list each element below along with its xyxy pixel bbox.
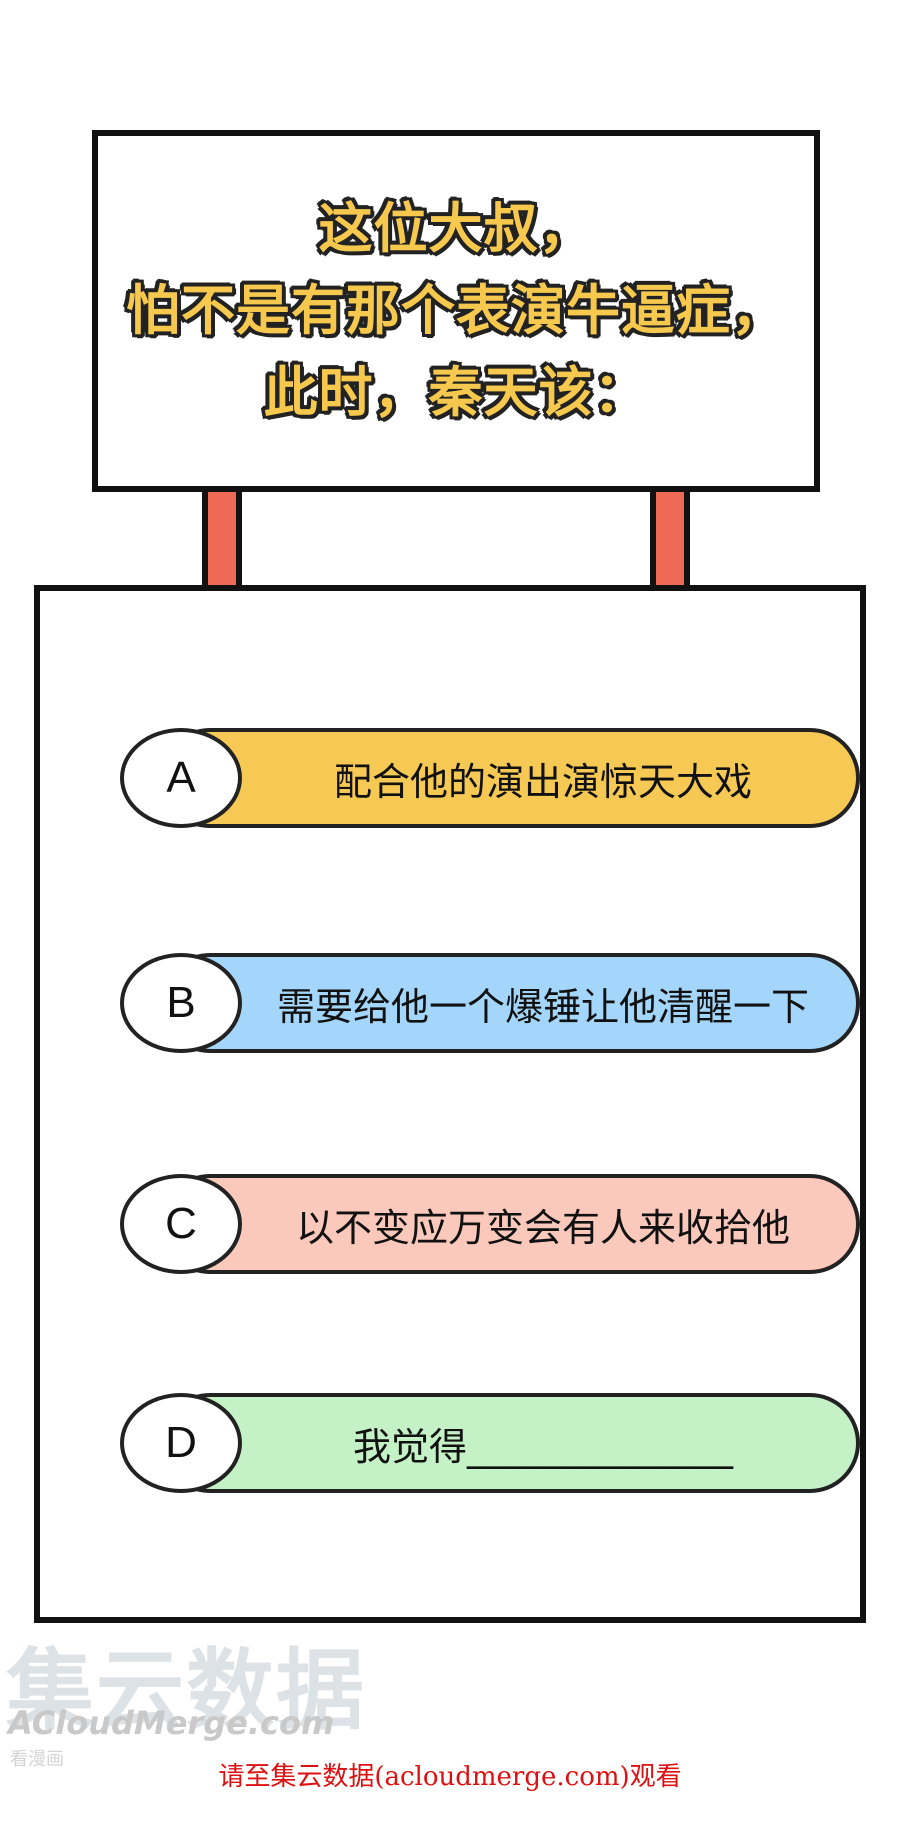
option-c-letter: C <box>165 1199 197 1248</box>
option-c[interactable]: 以不变应万变会有人来收拾他 C <box>120 1174 860 1274</box>
watermark-logo: 集云数据 <box>6 1639 367 1742</box>
question-line-3: 此时，秦天该： <box>263 361 649 424</box>
option-b[interactable]: 需要给他一个爆锤让他清醒一下 B <box>120 953 860 1053</box>
sign-post-left <box>202 492 242 588</box>
option-c-text: 以不变应万变会有人来收拾他 <box>295 1205 790 1250</box>
option-d-letter: D <box>165 1418 197 1467</box>
watermark-sub: 看漫画 <box>10 1749 64 1770</box>
option-a[interactable]: 配合他的演出演惊天大戏 A <box>120 728 860 828</box>
option-d-pill[interactable]: 我觉得______________ <box>160 1393 860 1493</box>
option-c-pill[interactable]: 以不变应万变会有人来收拾他 <box>160 1174 860 1274</box>
option-a-letter: A <box>166 753 196 802</box>
option-d[interactable]: 我觉得______________ D <box>120 1393 860 1493</box>
option-b-badge[interactable]: B <box>120 953 242 1053</box>
option-a-text: 配合他的演出演惊天大戏 <box>333 759 752 804</box>
watermark-brand: ACloudMerge.com <box>8 1704 335 1742</box>
option-b-text: 需要给他一个爆锤让他清醒一下 <box>276 984 809 1029</box>
sign-post-right <box>650 492 690 588</box>
option-a-pill[interactable]: 配合他的演出演惊天大戏 <box>160 728 860 828</box>
option-a-badge[interactable]: A <box>120 728 242 828</box>
footer-note[interactable]: 请至集云数据(acloudmerge.com)观看 <box>218 1762 682 1792</box>
option-b-letter: B <box>166 978 196 1027</box>
option-d-badge[interactable]: D <box>120 1393 242 1493</box>
option-b-pill[interactable]: 需要给他一个爆锤让他清醒一下 <box>160 953 860 1053</box>
question-sign: 这位大叔， 怕不是有那个表演牛逼症， 此时，秦天该： <box>92 130 820 492</box>
answer-board: 配合他的演出演惊天大戏 A 需要给他一个爆锤让他清醒一下 B 以不变应万变会有人… <box>34 585 866 1623</box>
option-c-badge[interactable]: C <box>120 1174 242 1274</box>
option-d-text: 我觉得______________ <box>352 1424 733 1469</box>
question-line-1: 这位大叔， <box>318 197 594 260</box>
question-line-2: 怕不是有那个表演牛逼症， <box>126 279 786 342</box>
